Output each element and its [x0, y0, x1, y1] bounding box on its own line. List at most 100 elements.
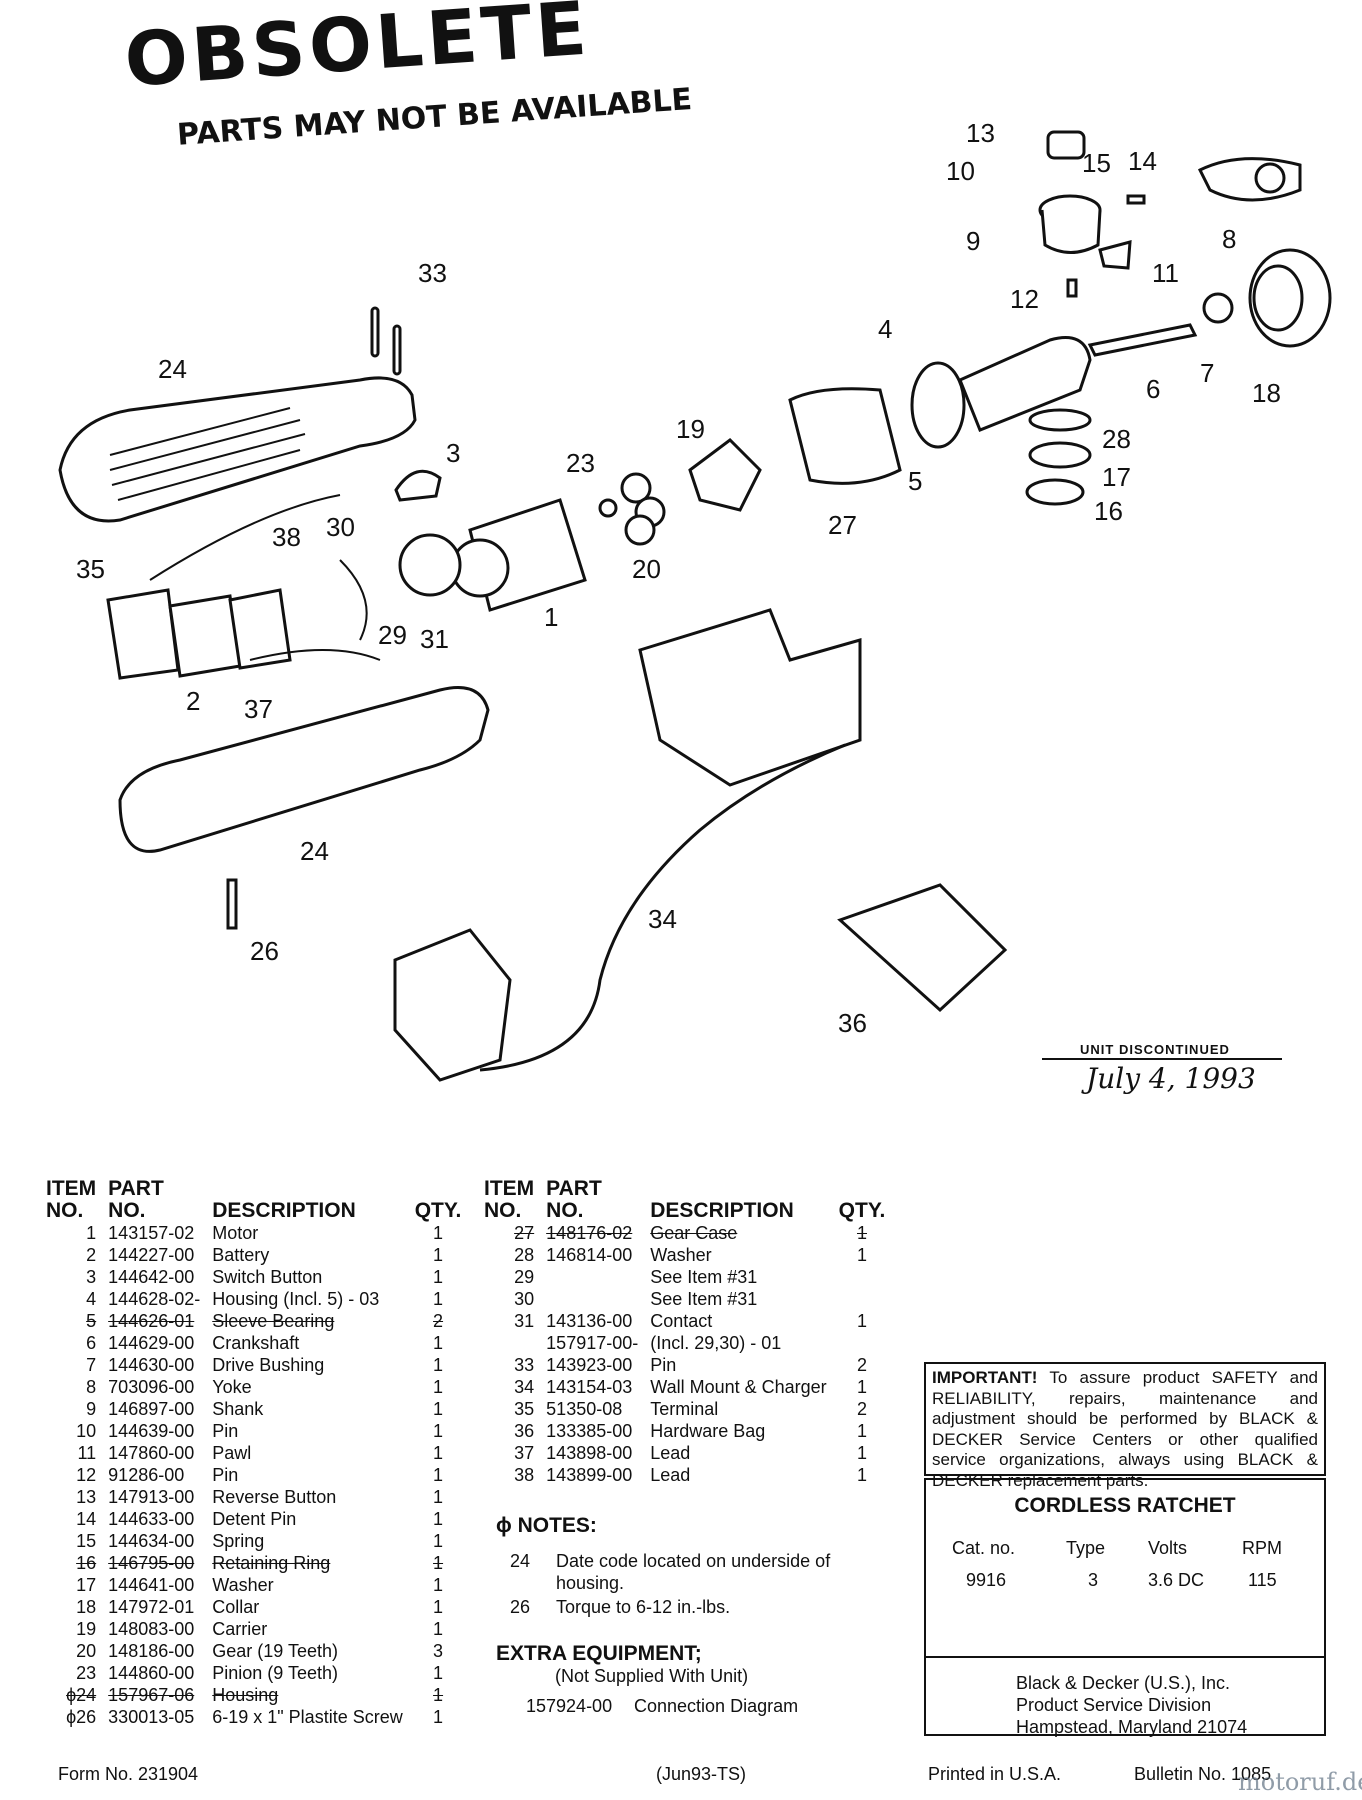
- part-number: 148186-00: [108, 1641, 195, 1661]
- item-number: 7: [86, 1355, 97, 1375]
- part-description: Detent Pin: [212, 1509, 297, 1529]
- part-callout-1: 1: [544, 602, 558, 632]
- header-qty: QTY.: [414, 1199, 462, 1222]
- part-callout-30: 30: [326, 512, 355, 542]
- item-number: 1: [86, 1223, 97, 1243]
- part-callout-24: 24: [158, 354, 187, 384]
- discontinued-label: UNIT DISCONTINUED: [1080, 1042, 1230, 1057]
- part-callout-7: 7: [1200, 358, 1214, 388]
- item-number: 33: [514, 1355, 535, 1375]
- item-number: ϕ26: [66, 1707, 97, 1727]
- part-description: Lead: [650, 1465, 691, 1485]
- part-description: Housing (Incl. 5) - 03: [212, 1289, 380, 1309]
- part-quantity: 2: [856, 1355, 867, 1375]
- item-number: 27: [514, 1223, 535, 1243]
- item-number: 19: [76, 1619, 97, 1639]
- pin-shape: [1066, 278, 1078, 298]
- spec-header-type: Type: [1066, 1538, 1106, 1558]
- product-info-box: CORDLESS RATCHET Cat. no. Type Volts RPM…: [924, 1478, 1326, 1737]
- item-number: 5: [86, 1311, 97, 1331]
- part-description: Shank: [212, 1399, 264, 1419]
- shank-body-shape: [910, 361, 966, 449]
- header-qty: QTY.: [838, 1199, 886, 1222]
- part-callout-8: 8: [1222, 224, 1236, 254]
- shank-body-lower-shape: [1040, 209, 1102, 254]
- note-no: 24: [510, 1551, 531, 1571]
- note-text: Torque to 6-12 in.-lbs.: [556, 1597, 731, 1617]
- part-callout-16: 16: [1094, 496, 1123, 526]
- spec-rpm-value: 115: [1248, 1570, 1277, 1590]
- gear-shape: [624, 514, 656, 546]
- part-quantity: 2: [433, 1311, 444, 1331]
- part-number: 143136-00: [546, 1311, 633, 1331]
- item-number: 37: [514, 1443, 535, 1463]
- part-quantity: 1: [856, 1245, 867, 1265]
- part-quantity: 1: [433, 1597, 444, 1617]
- item-number: 6: [86, 1333, 97, 1353]
- pin-shape: [392, 324, 402, 376]
- part-description: Pin: [212, 1465, 239, 1485]
- part-quantity: 1: [433, 1443, 444, 1463]
- part-callout-15: 15: [1082, 148, 1111, 178]
- extra-equipment-part: 157924-00: [526, 1696, 613, 1716]
- part-description: Battery: [212, 1245, 270, 1265]
- part-callout-6: 6: [1146, 374, 1160, 404]
- part-description: See Item #31: [650, 1267, 758, 1287]
- battery-shape: [228, 588, 292, 670]
- lead-wire: [339, 559, 368, 641]
- part-callout-24: 24: [300, 836, 329, 866]
- part-number: 143154-03: [546, 1377, 633, 1397]
- part-description: Switch Button: [212, 1267, 323, 1287]
- part-callout-35: 35: [76, 554, 105, 584]
- part-quantity: 1: [856, 1465, 867, 1485]
- part-number: 330013-05: [108, 1707, 195, 1727]
- part-quantity: 1: [856, 1223, 867, 1243]
- info-divider: [926, 1656, 1324, 1658]
- part-description: Retaining Ring: [212, 1553, 331, 1573]
- part-callout-36: 36: [838, 1008, 867, 1038]
- item-number: 31: [514, 1311, 535, 1331]
- part-callout-10: 10: [946, 156, 975, 186]
- part-callout-20: 20: [632, 554, 661, 584]
- item-number: 15: [76, 1531, 97, 1551]
- part-number: 146795-00: [108, 1553, 195, 1573]
- spec-cat-value: 9916: [966, 1570, 1007, 1590]
- part-callout-17: 17: [1102, 462, 1131, 492]
- part-description: Pin: [650, 1355, 677, 1375]
- part-quantity: 1: [433, 1399, 444, 1419]
- discontinued-date: July 4, 1993: [1086, 1062, 1256, 1095]
- header-item: ITEM: [46, 1177, 97, 1200]
- address-line: Product Service Division: [1016, 1695, 1212, 1715]
- header-no: NO.: [46, 1199, 84, 1222]
- part-quantity: 1: [433, 1355, 444, 1375]
- screw-shape: [226, 878, 238, 930]
- part-description: Sleeve Bearing: [212, 1311, 335, 1331]
- part-callout-5: 5: [908, 466, 922, 496]
- gear-case-shape: [788, 387, 902, 485]
- part-description: Lead: [650, 1443, 691, 1463]
- part-callout-23: 23: [566, 448, 595, 478]
- part-quantity: 1: [433, 1245, 444, 1265]
- part-quantity: 1: [433, 1663, 444, 1683]
- part-number: 144860-00: [108, 1663, 195, 1683]
- part-description: Pawl: [212, 1443, 252, 1463]
- part-number: 143157-02: [108, 1223, 195, 1243]
- charger-cord: [479, 743, 846, 1072]
- item-number: 8: [86, 1377, 97, 1397]
- part-quantity: [833, 1266, 892, 1288]
- spec-header-cat: Cat. no.: [952, 1538, 1016, 1558]
- part-callout-34: 34: [648, 904, 677, 934]
- part-number: 157967-06: [108, 1685, 195, 1705]
